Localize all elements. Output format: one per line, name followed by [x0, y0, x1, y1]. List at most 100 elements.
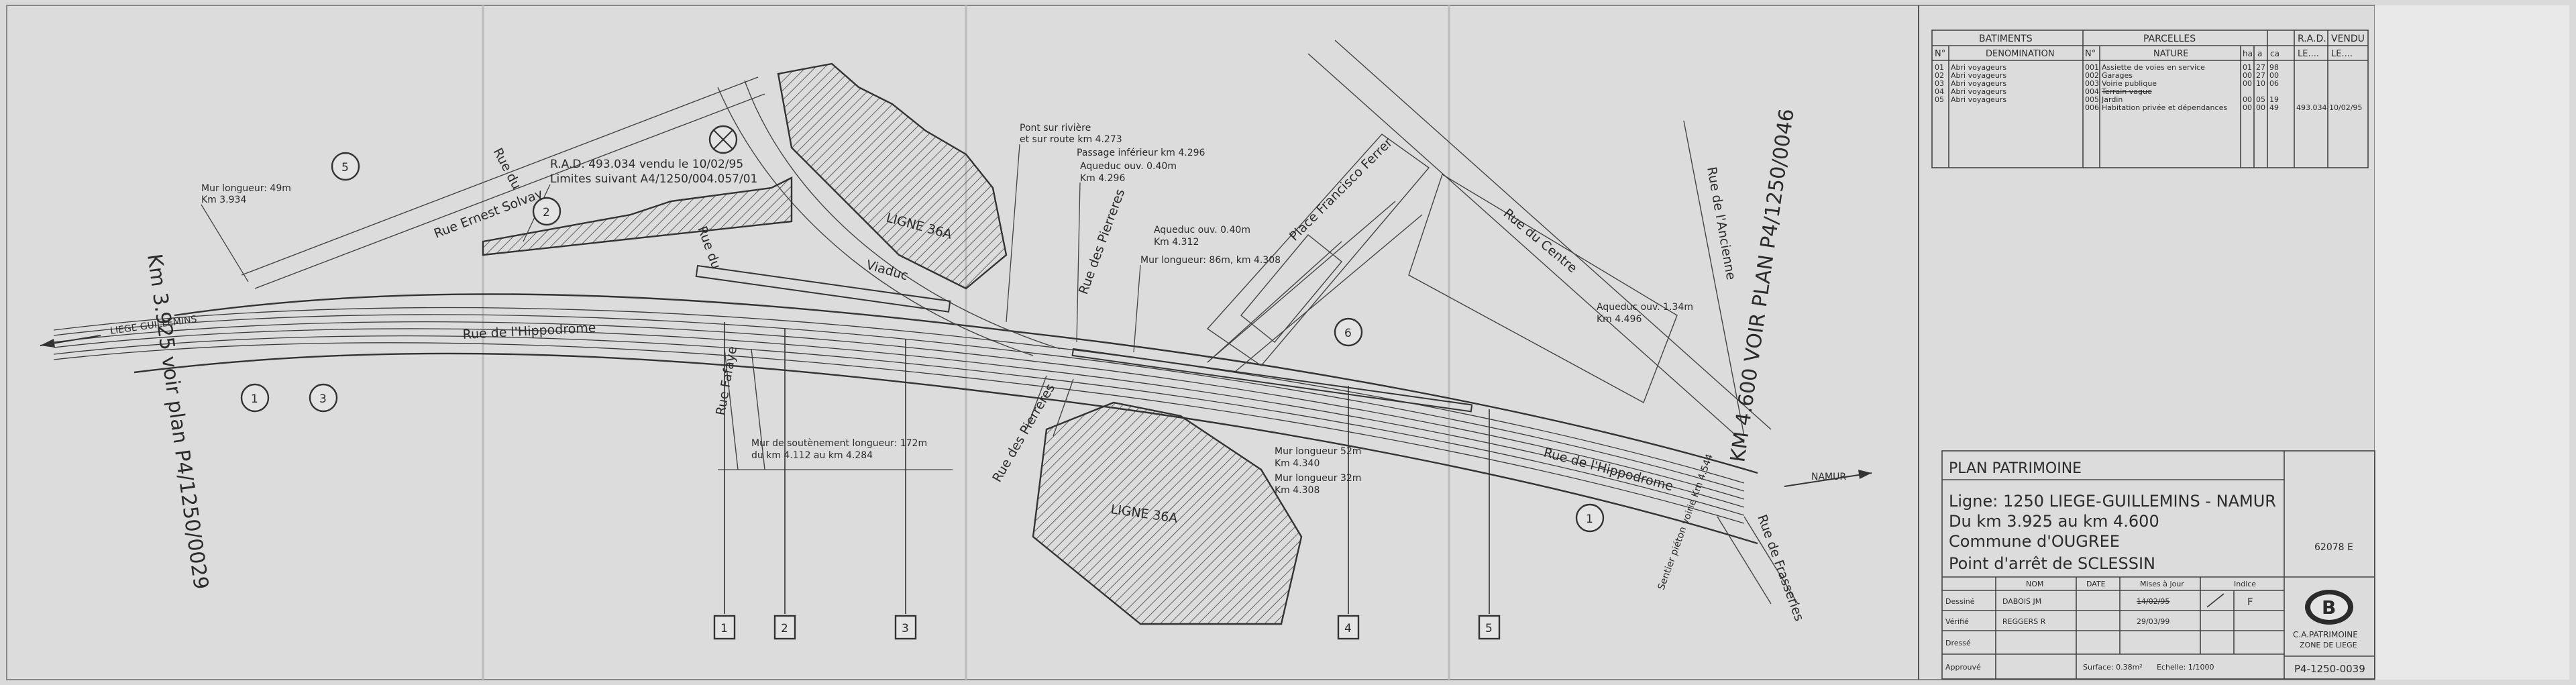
circle-callout-label: 6 [1344, 327, 1352, 340]
table-cell: Terrain vague [2101, 87, 2152, 96]
profile-markers: 1 2 3 4 5 [713, 322, 1501, 640]
table-cell: Abri voyageurs [1951, 87, 2006, 96]
table-cell: 27 [2256, 71, 2265, 80]
profile-marker-label: 1 [720, 622, 728, 635]
table-header: N° [2085, 49, 2096, 59]
annotation: Km 4.340 [1275, 458, 1320, 469]
table-header: NATURE [2153, 49, 2188, 59]
circle-callouts: 1 2 3 5 6 1 [240, 125, 1605, 533]
profile-marker-label: 3 [902, 622, 909, 635]
circle-callout-label: 1 [1586, 513, 1593, 526]
parcel-ligne-36a-top [777, 62, 1008, 290]
annotation: Km 4.308 [1275, 485, 1320, 496]
annotation: Km 4.312 [1154, 237, 1199, 248]
annotation: Mur longueur 32m [1275, 473, 1361, 484]
table-cell: 001 [2085, 63, 2099, 72]
circle-callout-label: 1 [251, 392, 258, 406]
tb-col-header: NOM [2026, 580, 2043, 588]
table-cell: Jardin [2101, 95, 2123, 104]
profile-marker-label: 4 [1344, 622, 1352, 635]
annotations: Mur longueur: 49m Km 3.934 R.A.D. 493.03… [201, 123, 1693, 496]
table-cell: 05 [1935, 95, 1944, 104]
table-cell: 05 [2256, 95, 2265, 104]
tb-cell: REGGERS R [2002, 617, 2046, 626]
profile-marker-label: 5 [1485, 622, 1493, 635]
table-cell: 01 [1935, 63, 1944, 72]
circle-callout-label: 3 [319, 392, 327, 406]
table-cell: 98 [2269, 63, 2279, 72]
annotation: Pont sur rivière [1020, 123, 1091, 134]
parcel-table [1931, 30, 2369, 168]
table-header: LE.... [2298, 49, 2319, 59]
table-cell: 00 [2269, 71, 2279, 80]
table-cell: 00 [2243, 95, 2252, 104]
tb-cell: 14/02/95 [2137, 597, 2169, 606]
roads [241, 40, 1799, 604]
tb-col-header: Indice [2234, 580, 2256, 588]
stop-name: Point d'arrêt de SCLESSIN [1949, 554, 2155, 573]
annotation: et sur route km 4.273 [1020, 134, 1122, 145]
tb-cell: 29/03/99 [2137, 617, 2169, 626]
logo-letter: B [2322, 596, 2336, 619]
organisation: ZONE DE LIEGE [2300, 641, 2357, 649]
table-cell: 02 [1935, 71, 1944, 80]
sncb-logo: B [2305, 590, 2353, 625]
annotation: Mur longueur: 86m, km 4.308 [1140, 255, 1281, 266]
annotation: Mur de soutènement longueur: 172m [751, 438, 927, 449]
railway-tracks [53, 293, 1758, 545]
table-cell: 005 [2085, 95, 2099, 104]
table-cell: 49 [2269, 103, 2279, 112]
table-cell: 06 [2269, 79, 2279, 88]
table-header: R.A.D. [2298, 34, 2326, 44]
tb-row-header: Dressé [1945, 639, 1971, 647]
table-cell: 493.034 [2296, 103, 2327, 112]
table-header: a [2257, 49, 2262, 58]
table-cell: 04 [1935, 87, 1944, 96]
organisation: C.A.PATRIMOINE [2293, 630, 2358, 639]
table-cell: 00 [2256, 103, 2265, 112]
table-cell: 00 [2243, 103, 2252, 112]
tb-cell: F [2247, 596, 2253, 608]
table-header: PARCELLES [2143, 34, 2196, 44]
table-cell: Abri voyageurs [1951, 71, 2006, 80]
profile-marker-label: 2 [781, 622, 788, 635]
tb-row-header: Dessiné [1945, 597, 1975, 606]
table-cell: 00 [2243, 79, 2252, 88]
annotation: Aqueduc ouv. 0.40m [1080, 161, 1177, 172]
table-cell: 004 [2085, 87, 2099, 96]
table-cell: 002 [2085, 71, 2099, 80]
table-cell: Voirie publique [2102, 79, 2157, 88]
circle-callout-label: 2 [543, 206, 550, 219]
km-range: Du km 3.925 au km 4.600 [1949, 512, 2159, 531]
commune: Commune d'OUGREE [1949, 532, 2120, 551]
table-cell: 00 [2243, 71, 2252, 80]
annotation: Aqueduc ouv. 0.40m [1154, 225, 1250, 235]
tb-row-header: Vérifié [1945, 617, 1969, 626]
table-cell: Abri voyageurs [1951, 95, 2006, 104]
annotation: R.A.D. 493.034 vendu le 10/02/95 [550, 158, 743, 171]
tb-row-header: Approuvé [1945, 663, 1981, 672]
annotation: Mur longueur: 49m [201, 183, 291, 194]
annotation: Limites suivant A4/1250/004.057/01 [550, 172, 757, 186]
direction-label-namur: NAMUR [1811, 472, 1846, 482]
table-cell: 10 [2256, 79, 2265, 88]
tb-col-header: Mises à jour [2140, 580, 2184, 588]
sheet-margin [2375, 5, 2569, 680]
annotation: Aqueduc ouv. 1.34m [1597, 302, 1693, 313]
annotation: Km 4.296 [1080, 173, 1125, 184]
table-cell: Assiette de voies en service [2102, 63, 2205, 72]
table-header: ca [2270, 49, 2279, 58]
title-block [1941, 450, 2375, 680]
platform-shelters [695, 264, 1473, 413]
annotation: Mur longueur 52m [1275, 446, 1361, 457]
tb-cell: DABOIS JM [2002, 597, 2041, 606]
table-header: BATIMENTS [1979, 34, 2033, 44]
bat-rows: 01 Abri voyageurs 02 Abri voyageurs 03 A… [1935, 63, 2006, 104]
parcel-ligne-36a-bottom [1032, 401, 1303, 625]
tb-cell: Echelle: 1/1000 [2157, 663, 2214, 672]
table-cell: Abri voyageurs [1951, 63, 2006, 72]
table-cell: 01 [2243, 63, 2252, 72]
line-name: Ligne: 1250 LIEGE-GUILLEMINS - NAMUR [1949, 492, 2276, 511]
